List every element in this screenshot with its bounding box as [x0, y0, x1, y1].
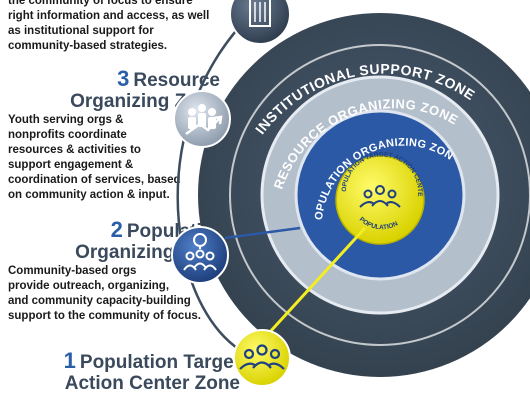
zone3-number: 3 — [117, 66, 130, 91]
zone1-title-line: Action Center Zone — [64, 373, 240, 394]
ring-divider — [229, 44, 530, 346]
zone2-desc-line: provide outreach, organizing, — [8, 280, 170, 292]
zone3-desc-line: resources & activities to — [8, 144, 141, 156]
zone4-description: the community of focus to ensure right i… — [8, 0, 209, 54]
zone1-connector — [256, 226, 367, 347]
zone1-number: 1 — [63, 348, 76, 373]
zone2-desc-line: and community capacity-building — [8, 295, 191, 307]
zone3-description: Youth serving orgs & nonprofits coordina… — [8, 113, 181, 203]
action-center-icon — [233, 329, 291, 387]
zone2-desc-line: Community-based orgs — [8, 265, 137, 277]
zone3-desc-line: support engagement & — [8, 159, 134, 171]
zone2-description: Community-based orgs provide outreach, o… — [8, 264, 201, 324]
zone3-desc-line: Youth serving orgs & — [8, 114, 124, 126]
zone4-desc-line: as institutional support for — [8, 25, 154, 37]
people-group-icon — [359, 185, 401, 208]
zone3-desc-line: coordination of services, based — [8, 174, 181, 186]
zone1-title-line: Population Target — [79, 352, 240, 373]
zone4-desc-line: right information and access, as well — [8, 10, 210, 22]
zone2-connector — [224, 226, 301, 240]
population-organizing-icon — [171, 226, 229, 284]
zone2-number: 2 — [110, 217, 123, 242]
zone2-desc-line: support to the community of focus. — [8, 310, 201, 322]
resource-growth-icon — [173, 90, 231, 148]
zone3-desc-line: on community action & input. — [8, 189, 170, 201]
connector-arc — [176, 7, 259, 352]
zone4-desc-line: community-based strategies. — [8, 40, 168, 52]
zone3-title-line: Resource — [133, 70, 220, 91]
zone4-desc-line: the community of focus to ensure — [8, 0, 193, 7]
institution-building-icon — [229, 0, 291, 45]
zone3-desc-line: nonprofits coordinate — [8, 129, 127, 141]
